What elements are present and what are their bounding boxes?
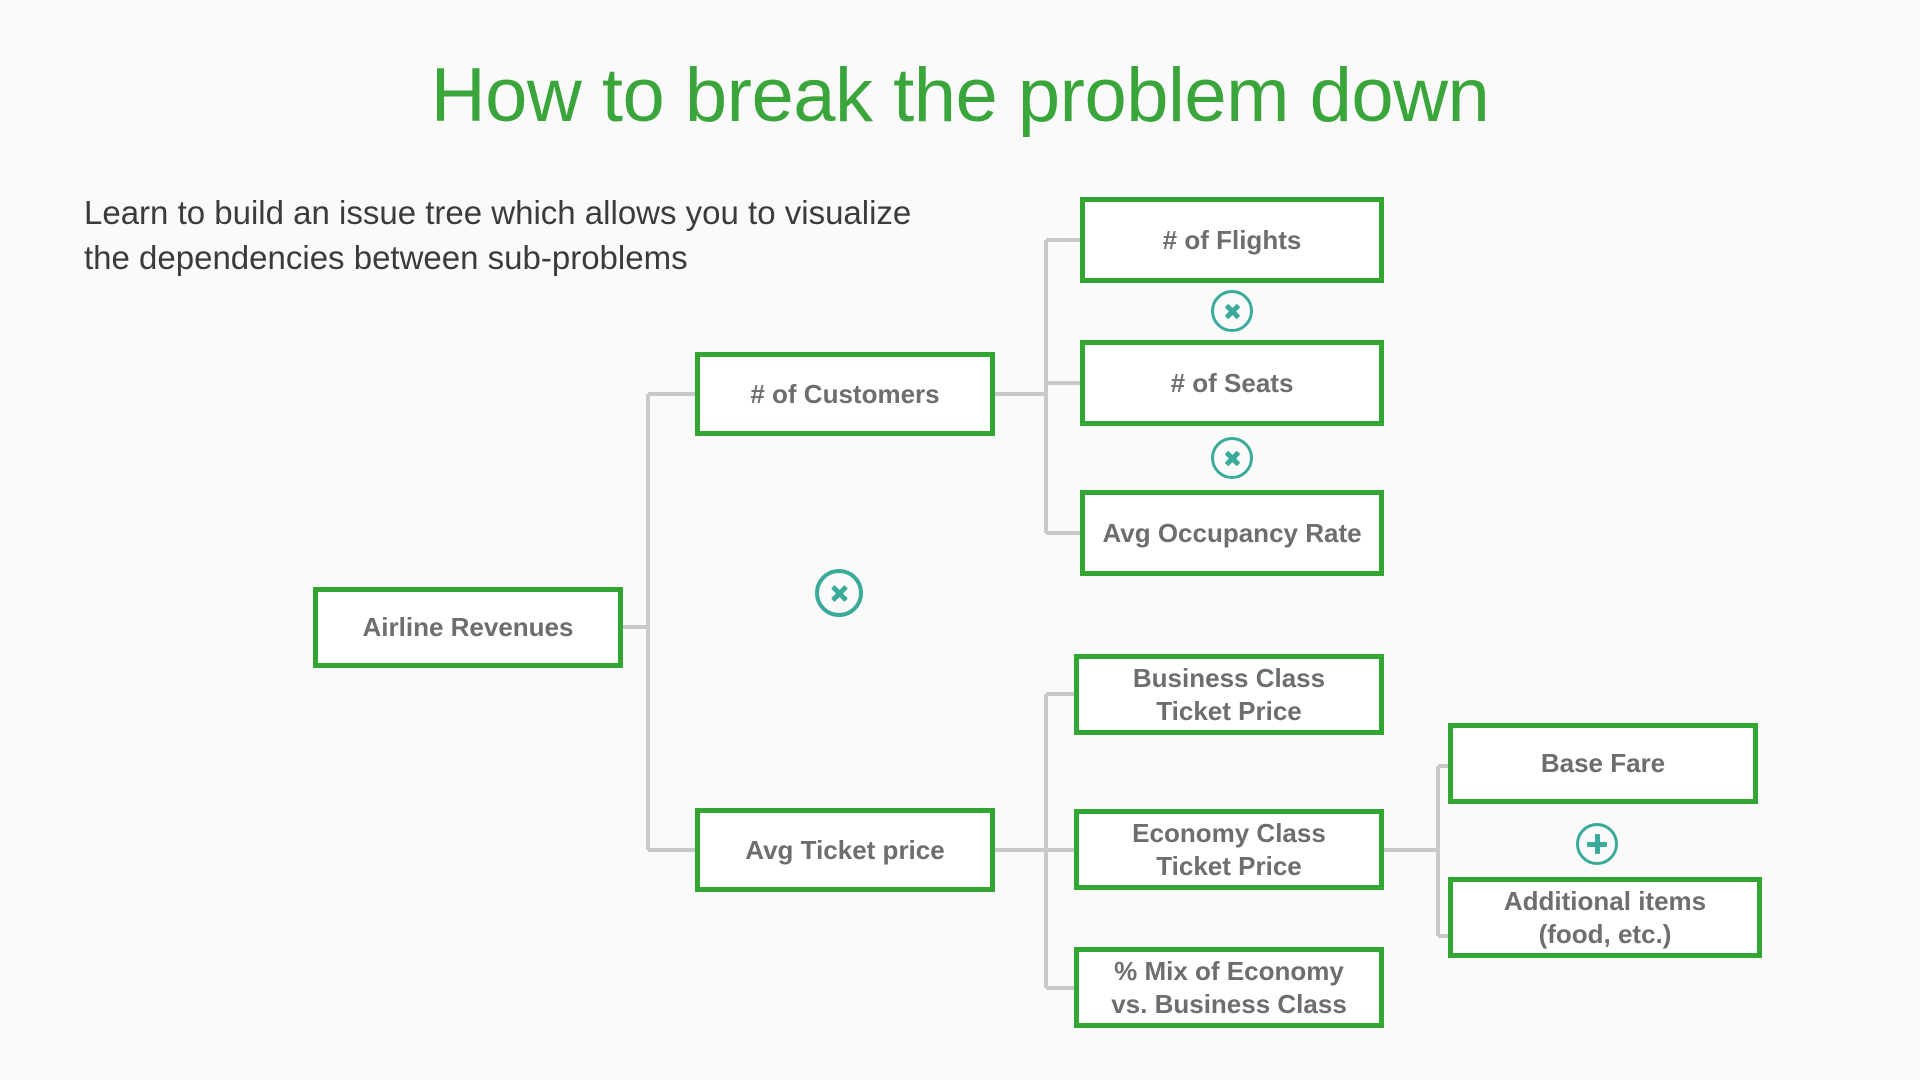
node-label-line2: vs. Business Class xyxy=(1111,988,1347,1019)
node-label-line2: (food, etc.) xyxy=(1538,918,1672,949)
node-airline-revenues[interactable]: Airline Revenues xyxy=(313,587,623,668)
node-label-line1: Economy Class xyxy=(1132,817,1326,848)
node-label: Economy Class Ticket Price xyxy=(1132,817,1326,883)
node-label: Business Class Ticket Price xyxy=(1133,662,1325,728)
node-label-line1: Business Class xyxy=(1132,662,1326,693)
node-percent-mix-economy-vs-business[interactable]: % Mix of Economy vs. Business Class xyxy=(1074,947,1384,1028)
node-label-line1: % Mix of Economy xyxy=(1114,955,1344,986)
multiply-icon-flights-seats xyxy=(1211,290,1253,332)
plus-icon-basefare-additional xyxy=(1576,823,1618,865)
page-title: How to break the problem down xyxy=(430,53,1490,138)
page-subtitle: Learn to build an issue tree which allow… xyxy=(84,194,912,276)
node-label: Avg Ticket price xyxy=(745,834,945,865)
node-base-fare[interactable]: Base Fare xyxy=(1448,723,1758,804)
node-label: # of Seats xyxy=(1170,367,1294,398)
node-label: Base Fare xyxy=(1540,748,1666,778)
node-label-line2: Ticket Price xyxy=(1156,850,1302,881)
node-label-line1: Additional items xyxy=(1503,885,1707,916)
node-label: Additional items (food, etc.) xyxy=(1504,885,1706,951)
node-avg-ticket-price[interactable]: Avg Ticket price xyxy=(695,808,995,892)
node-label: Avg Occupancy Rate xyxy=(1102,517,1362,548)
multiply-icon-seats-occupancy xyxy=(1211,437,1253,479)
node-number-of-customers[interactable]: # of Customers xyxy=(695,352,995,436)
node-economy-class-ticket-price[interactable]: Economy Class Ticket Price xyxy=(1074,809,1384,890)
node-additional-items[interactable]: Additional items (food, etc.) xyxy=(1448,877,1762,958)
node-label: % Mix of Economy vs. Business Class xyxy=(1111,955,1347,1021)
multiply-icon-customers-price xyxy=(815,569,863,617)
node-label: # of Customers xyxy=(750,378,940,409)
node-label: Airline Revenues xyxy=(362,612,574,642)
node-number-of-seats[interactable]: # of Seats xyxy=(1080,340,1384,426)
node-label-line2: Ticket Price xyxy=(1156,695,1302,726)
node-avg-occupancy-rate[interactable]: Avg Occupancy Rate xyxy=(1080,490,1384,576)
node-business-class-ticket-price[interactable]: Business Class Ticket Price xyxy=(1074,654,1384,735)
node-number-of-flights[interactable]: # of Flights xyxy=(1080,197,1384,283)
node-label: # of Flights xyxy=(1162,224,1302,255)
